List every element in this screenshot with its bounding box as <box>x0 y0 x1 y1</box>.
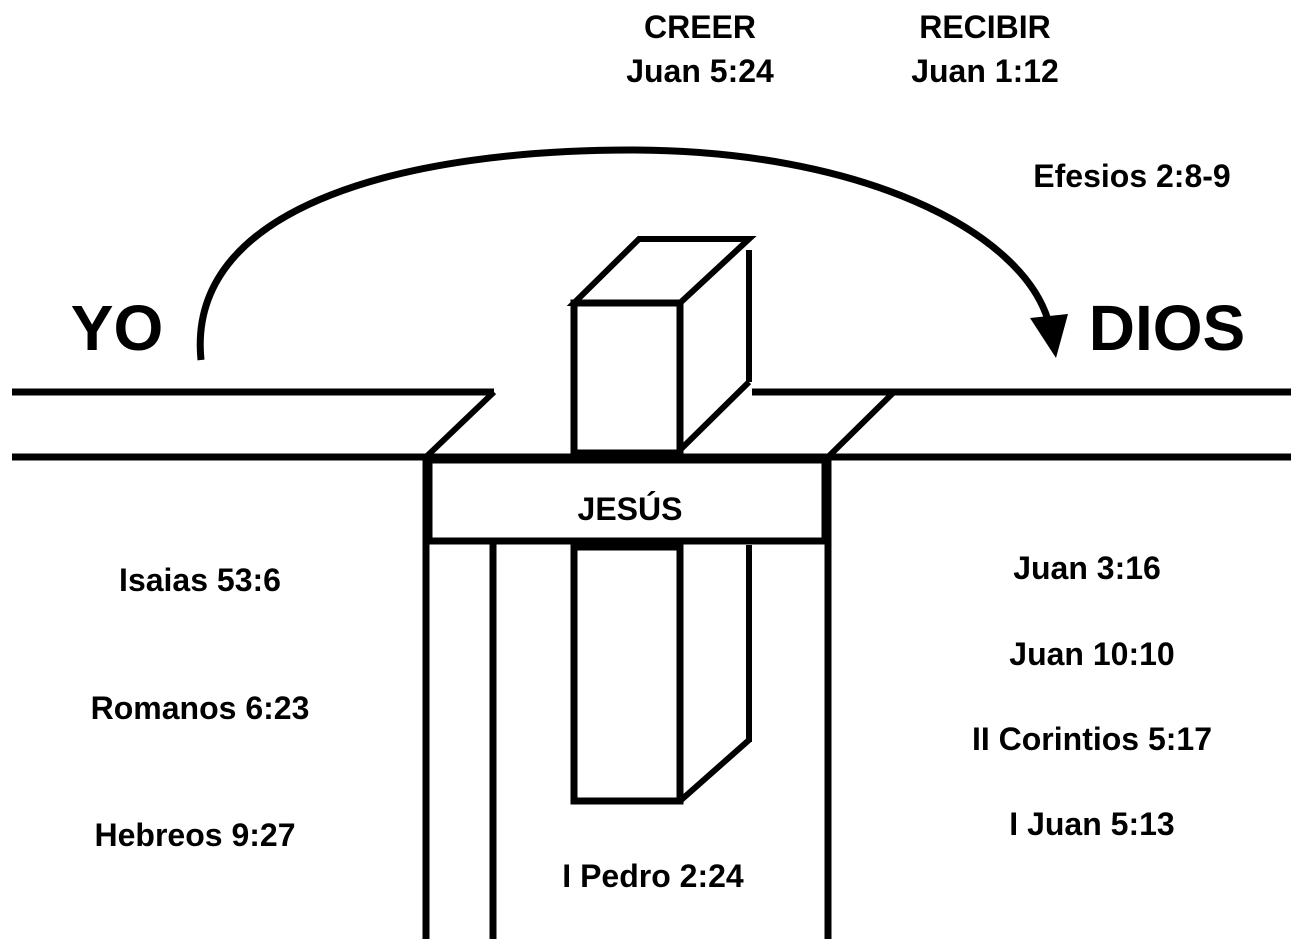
action-ref-creer: Juan 5:24 <box>626 53 774 89</box>
bridge-label-jesus: JESÚS <box>578 491 683 527</box>
right-ref-2: Juan 10:10 <box>1009 636 1174 672</box>
cross-lower-diag <box>678 737 751 804</box>
left-ref-3: Hebreos 9:27 <box>95 817 296 853</box>
arc-arrow <box>196 146 1052 361</box>
cross-lower-front <box>570 543 684 805</box>
action-verb-creer: CREER <box>644 9 756 45</box>
cross-top-face <box>566 236 757 306</box>
arc-reference: Efesios 2:8-9 <box>1033 158 1230 194</box>
action-verb-recibir: RECIBIR <box>919 9 1051 45</box>
arrowhead-icon <box>1030 314 1068 358</box>
left-ref-2: Romanos 6:23 <box>91 690 310 726</box>
bottom-ref: I Pedro 2:24 <box>562 858 744 894</box>
cross-upper-front <box>570 299 684 457</box>
bridge-side-left <box>423 389 497 460</box>
right-ref-1: Juan 3:16 <box>1013 550 1161 586</box>
label-yo: YO <box>71 292 163 364</box>
bridge-side-right <box>825 389 897 460</box>
cross-upper-diag <box>677 379 752 453</box>
left-ref-1: Isaias 53:6 <box>119 562 281 598</box>
action-ref-recibir: Juan 1:12 <box>911 53 1059 89</box>
right-ref-3: II Corintios 5:17 <box>972 721 1212 757</box>
right-ref-4: I Juan 5:13 <box>1009 806 1174 842</box>
label-dios: DIOS <box>1089 292 1245 364</box>
bridge-beam <box>425 456 829 545</box>
